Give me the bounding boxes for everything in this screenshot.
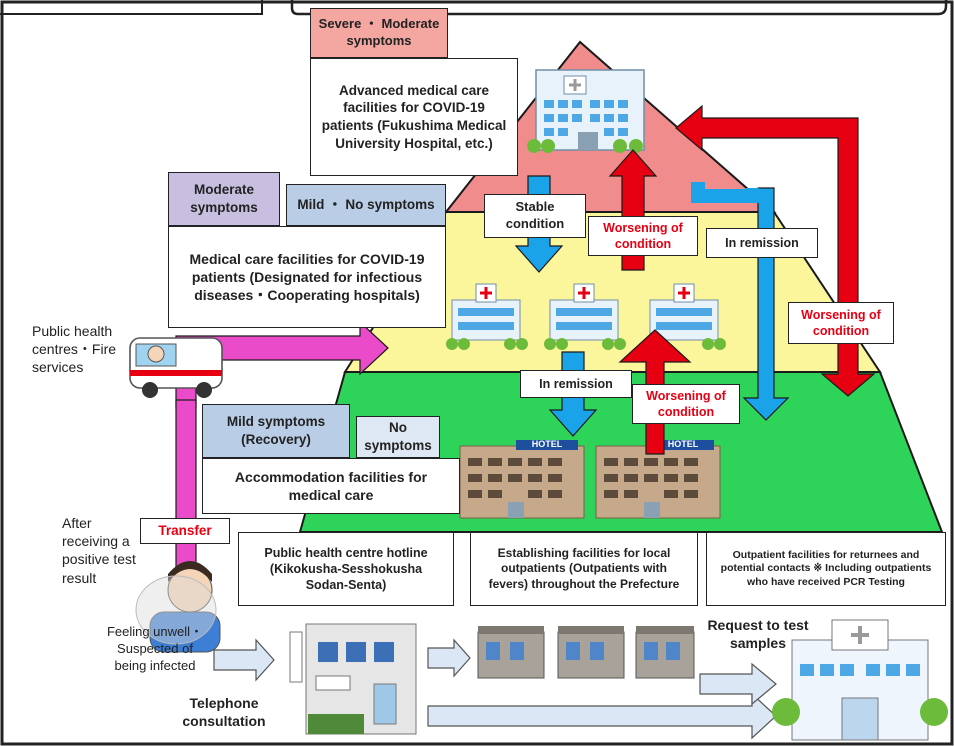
outpatient-prefab-icon-3 [635, 626, 695, 679]
worsening-right-label: Worsening of condition [788, 302, 894, 344]
to-outpatient-arrow [427, 638, 471, 678]
request-samples-arrow [699, 662, 777, 706]
top-left-corner [0, 0, 263, 15]
outpatient-prefab-icon-1 [477, 626, 545, 679]
worsening-mid-label: Worsening of condition [632, 384, 740, 424]
telephone-consultation-label: Telephone consultation [182, 695, 266, 730]
remission-right-down-arrow [742, 187, 790, 421]
medical-facility-icon-2 [544, 283, 626, 350]
university-hospital-icon [527, 69, 645, 153]
remission-right-arrow-top [691, 182, 759, 203]
public-health-fire-label: Public health centres・Fire services [32, 323, 117, 376]
public-health-centre-building-icon [289, 623, 417, 735]
mild-no-symptoms-label: Mild ・ No symptoms [286, 184, 446, 226]
hotel-icon-2 [595, 440, 721, 519]
severe-moderate-label: Severe ・ Moderate symptoms [310, 8, 448, 58]
ambulance-icon [129, 337, 223, 398]
feeling-unwell-label: Feeling unwell・ Suspected of being infec… [106, 624, 204, 673]
mild-recovery-label: Mild symptoms (Recovery) [202, 404, 350, 458]
accommodation-facility-box: Accommodation facilities for medical car… [202, 458, 460, 514]
advanced-facility-box: Advanced medical care facilities for COV… [310, 58, 518, 176]
medical-facility-box: Medical care facilities for COVID-19 pat… [168, 226, 446, 328]
sick-patient-icon [135, 561, 221, 653]
request-samples-label: Request to test samples [707, 617, 809, 652]
stable-condition-label: Stable condition [484, 194, 586, 238]
remission-right-label: In remission [706, 228, 818, 258]
remission-mid-label: In remission [520, 370, 632, 398]
transfer-label: Transfer [140, 518, 230, 544]
outpatient-prefab-icon-2 [557, 626, 625, 679]
returnees-outpatient-box: Outpatient facilities for returnees and … [706, 532, 946, 606]
medical-facility-icon-3 [644, 283, 726, 350]
worsening-top-label: Worsening of condition [588, 216, 698, 256]
no-symptoms-label: No symptoms [356, 416, 440, 458]
moderate-symptoms-label: Moderate symptoms [168, 172, 280, 226]
top-callout-border [290, 0, 948, 16]
hotel-sign-2: HOTEL [667, 439, 699, 449]
worsening-right-up-arrow [675, 104, 876, 397]
transfer-vertical-arrow [175, 399, 197, 575]
local-outpatient-box: Establishing facilities for local outpat… [470, 532, 698, 606]
medical-facility-icon-1 [446, 283, 528, 350]
hotel-icon-1 [459, 440, 585, 519]
after-positive-label: After receiving a positive test result [62, 515, 136, 586]
testing-hospital-icon [772, 619, 948, 741]
long-to-lab-arrow [427, 692, 777, 740]
to-hotline-arrow [213, 638, 275, 682]
hotline-box: Public health centre hotline (Kikokusha-… [238, 532, 454, 606]
hotel-sign-1: HOTEL [531, 439, 563, 449]
